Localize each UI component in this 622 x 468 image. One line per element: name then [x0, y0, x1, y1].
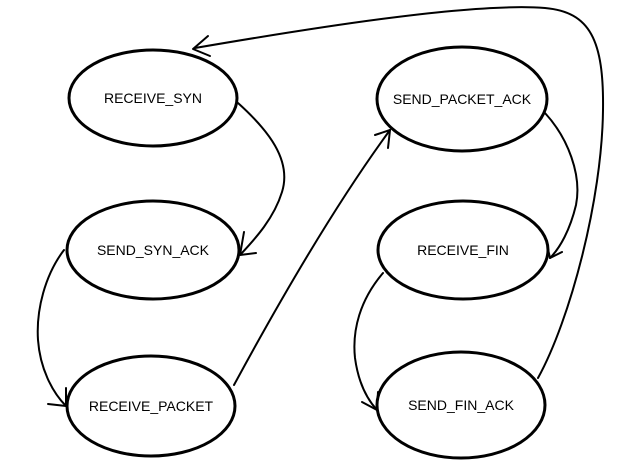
- transition-send-fin-ack-to-receive-syn: [192, 6, 605, 379]
- state-label: SEND_FIN_ACK: [408, 397, 514, 413]
- transition-receive-syn-to-send-syn-ack: [237, 102, 286, 256]
- state-label: SEND_SYN_ACK: [97, 242, 210, 258]
- state-send-syn-ack: SEND_SYN_ACK: [65, 199, 241, 301]
- state-receive-fin: RECEIVE_FIN: [376, 199, 550, 301]
- state-send-fin-ack: SEND_FIN_ACK: [375, 350, 547, 460]
- transition-receive-fin-to-send-fin-ack: [353, 272, 384, 411]
- transition-send-packet-ack-to-receive-fin: [544, 112, 579, 259]
- state-label: RECEIVE_FIN: [417, 242, 509, 258]
- state-send-packet-ack: SEND_PACKET_ACK: [375, 45, 549, 153]
- state-label: RECEIVE_PACKET: [89, 398, 214, 414]
- state-label: SEND_PACKET_ACK: [393, 91, 532, 107]
- state-receive-packet: RECEIVE_PACKET: [65, 354, 237, 458]
- transition-send-syn-ack-to-receive-packet: [36, 249, 67, 407]
- transition-receive-packet-to-send-packet-ack: [233, 129, 391, 386]
- state-label: RECEIVE_SYN: [104, 90, 202, 106]
- state-receive-syn: RECEIVE_SYN: [67, 48, 239, 148]
